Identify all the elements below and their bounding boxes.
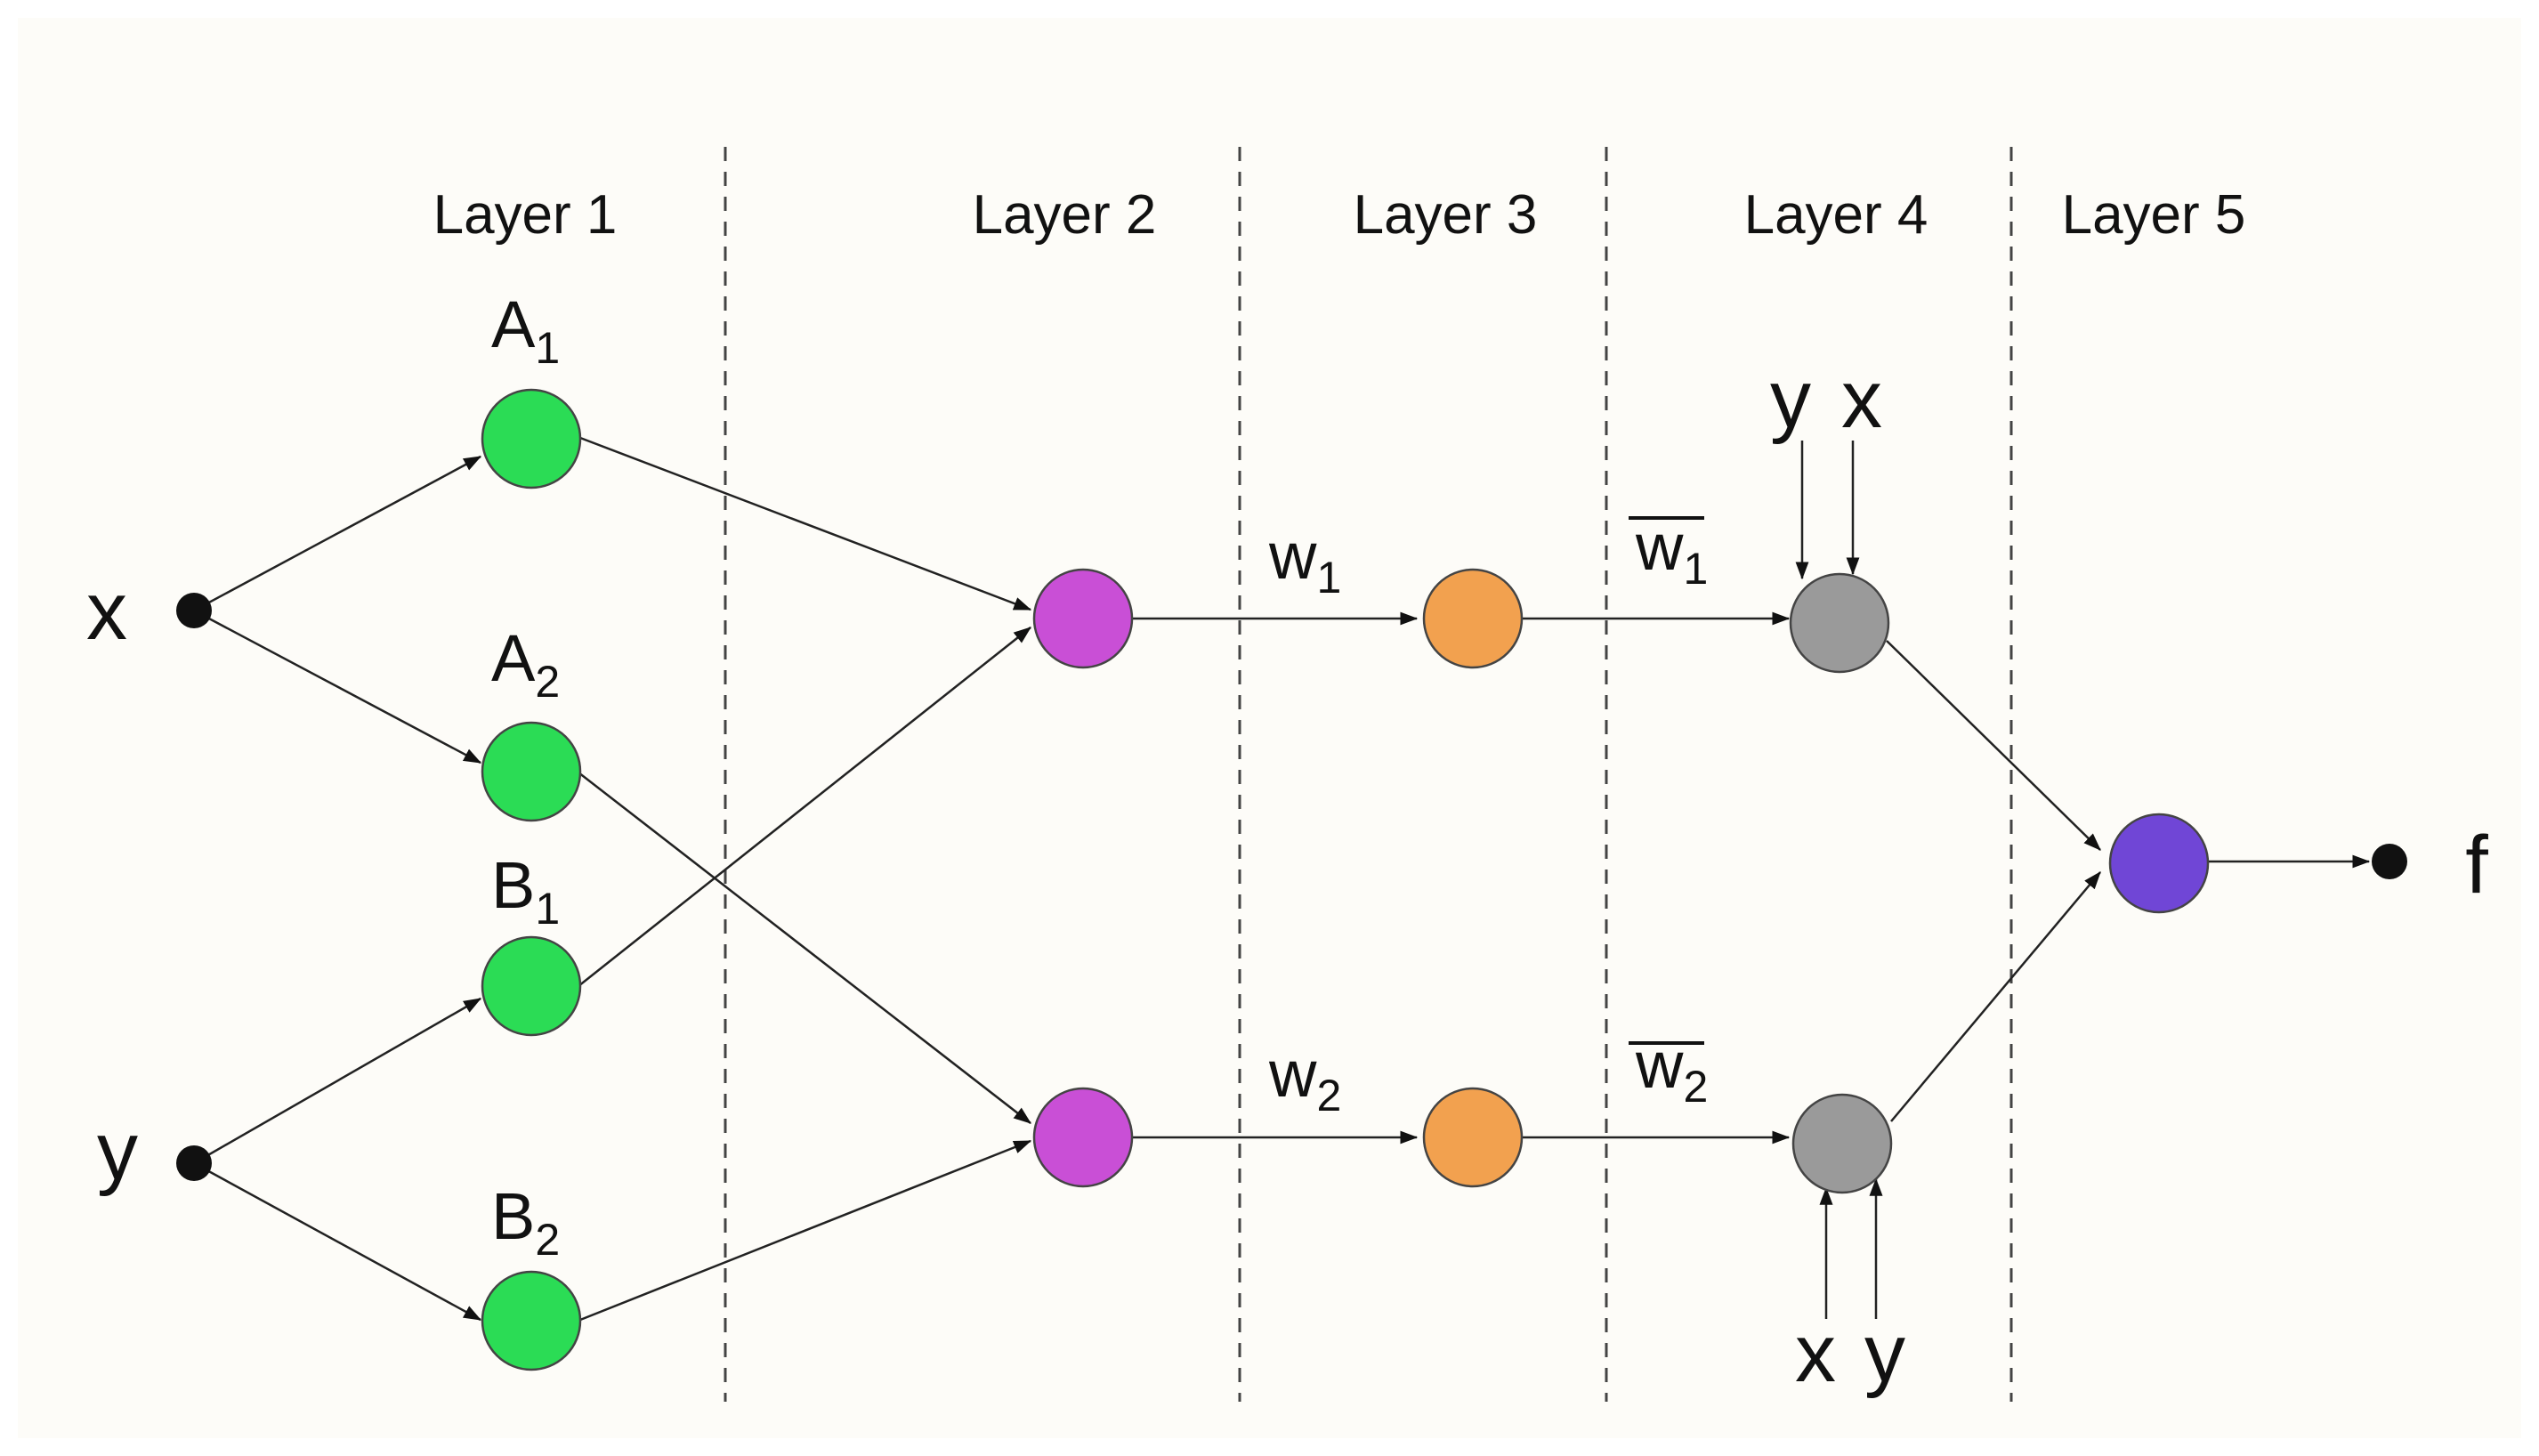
edges <box>193 436 2371 1322</box>
edge-cons1-output <box>1886 640 2101 851</box>
cons1-input-x-label: x <box>1841 354 1882 445</box>
node-norm-2 <box>1422 1087 1524 1188</box>
edge-b1-rule1 <box>578 627 1031 987</box>
cons2-input-x-label: x <box>1795 1308 1836 1399</box>
edge-y-b1 <box>193 997 482 1165</box>
node-a2 <box>481 721 582 822</box>
input-y-label: y <box>97 1106 138 1197</box>
node-b2 <box>481 1270 582 1371</box>
weight-wbar1-label: w1 <box>1635 510 1708 594</box>
node-rule-1 <box>1032 568 1134 669</box>
node-rule-2 <box>1032 1087 1134 1188</box>
diagram-background <box>18 18 2521 1438</box>
node-b1 <box>481 935 582 1037</box>
node-b2-label: B2 <box>491 1179 560 1265</box>
layer-5-label: Layer 5 <box>2062 184 2246 246</box>
output-f-dot <box>2372 844 2407 879</box>
edge-cons2-output <box>1890 871 2101 1122</box>
layer-4-label: Layer 4 <box>1744 184 1929 246</box>
node-output <box>2108 813 2210 914</box>
input-x-label: x <box>86 566 127 657</box>
output-f-label: f <box>2465 820 2488 910</box>
node-a1-label: A1 <box>491 287 560 373</box>
edge-b2-rule2 <box>579 1139 1032 1322</box>
node-norm-1 <box>1422 568 1524 669</box>
edge-x-a2 <box>193 609 482 764</box>
weight-wbar2-label: w2 <box>1635 1028 1708 1112</box>
cons2-input-y-label: y <box>1864 1308 1905 1399</box>
layer-3-label: Layer 3 <box>1354 184 1538 246</box>
layer-1-label: Layer 1 <box>433 184 618 246</box>
layer-2-label: Layer 2 <box>973 184 1157 246</box>
edge-a2-rule2 <box>578 772 1031 1124</box>
cons1-input-y-label: y <box>1770 354 1811 445</box>
node-b1-label: B1 <box>491 848 560 934</box>
edge-a1-rule1 <box>579 436 1032 611</box>
node-consequent-1 <box>1789 572 1890 674</box>
input-x-dot <box>176 593 212 628</box>
input-y-dot <box>176 1145 212 1181</box>
weight-w2-label: w2 <box>1268 1037 1341 1120</box>
node-a2-label: A2 <box>491 621 560 707</box>
edge-x-a1 <box>193 455 482 612</box>
layer-separators <box>724 147 2013 1402</box>
node-a1 <box>481 388 582 489</box>
weight-w1-label: w1 <box>1268 519 1341 603</box>
edge-y-b2 <box>193 1161 482 1322</box>
node-consequent-2 <box>1791 1093 1893 1194</box>
